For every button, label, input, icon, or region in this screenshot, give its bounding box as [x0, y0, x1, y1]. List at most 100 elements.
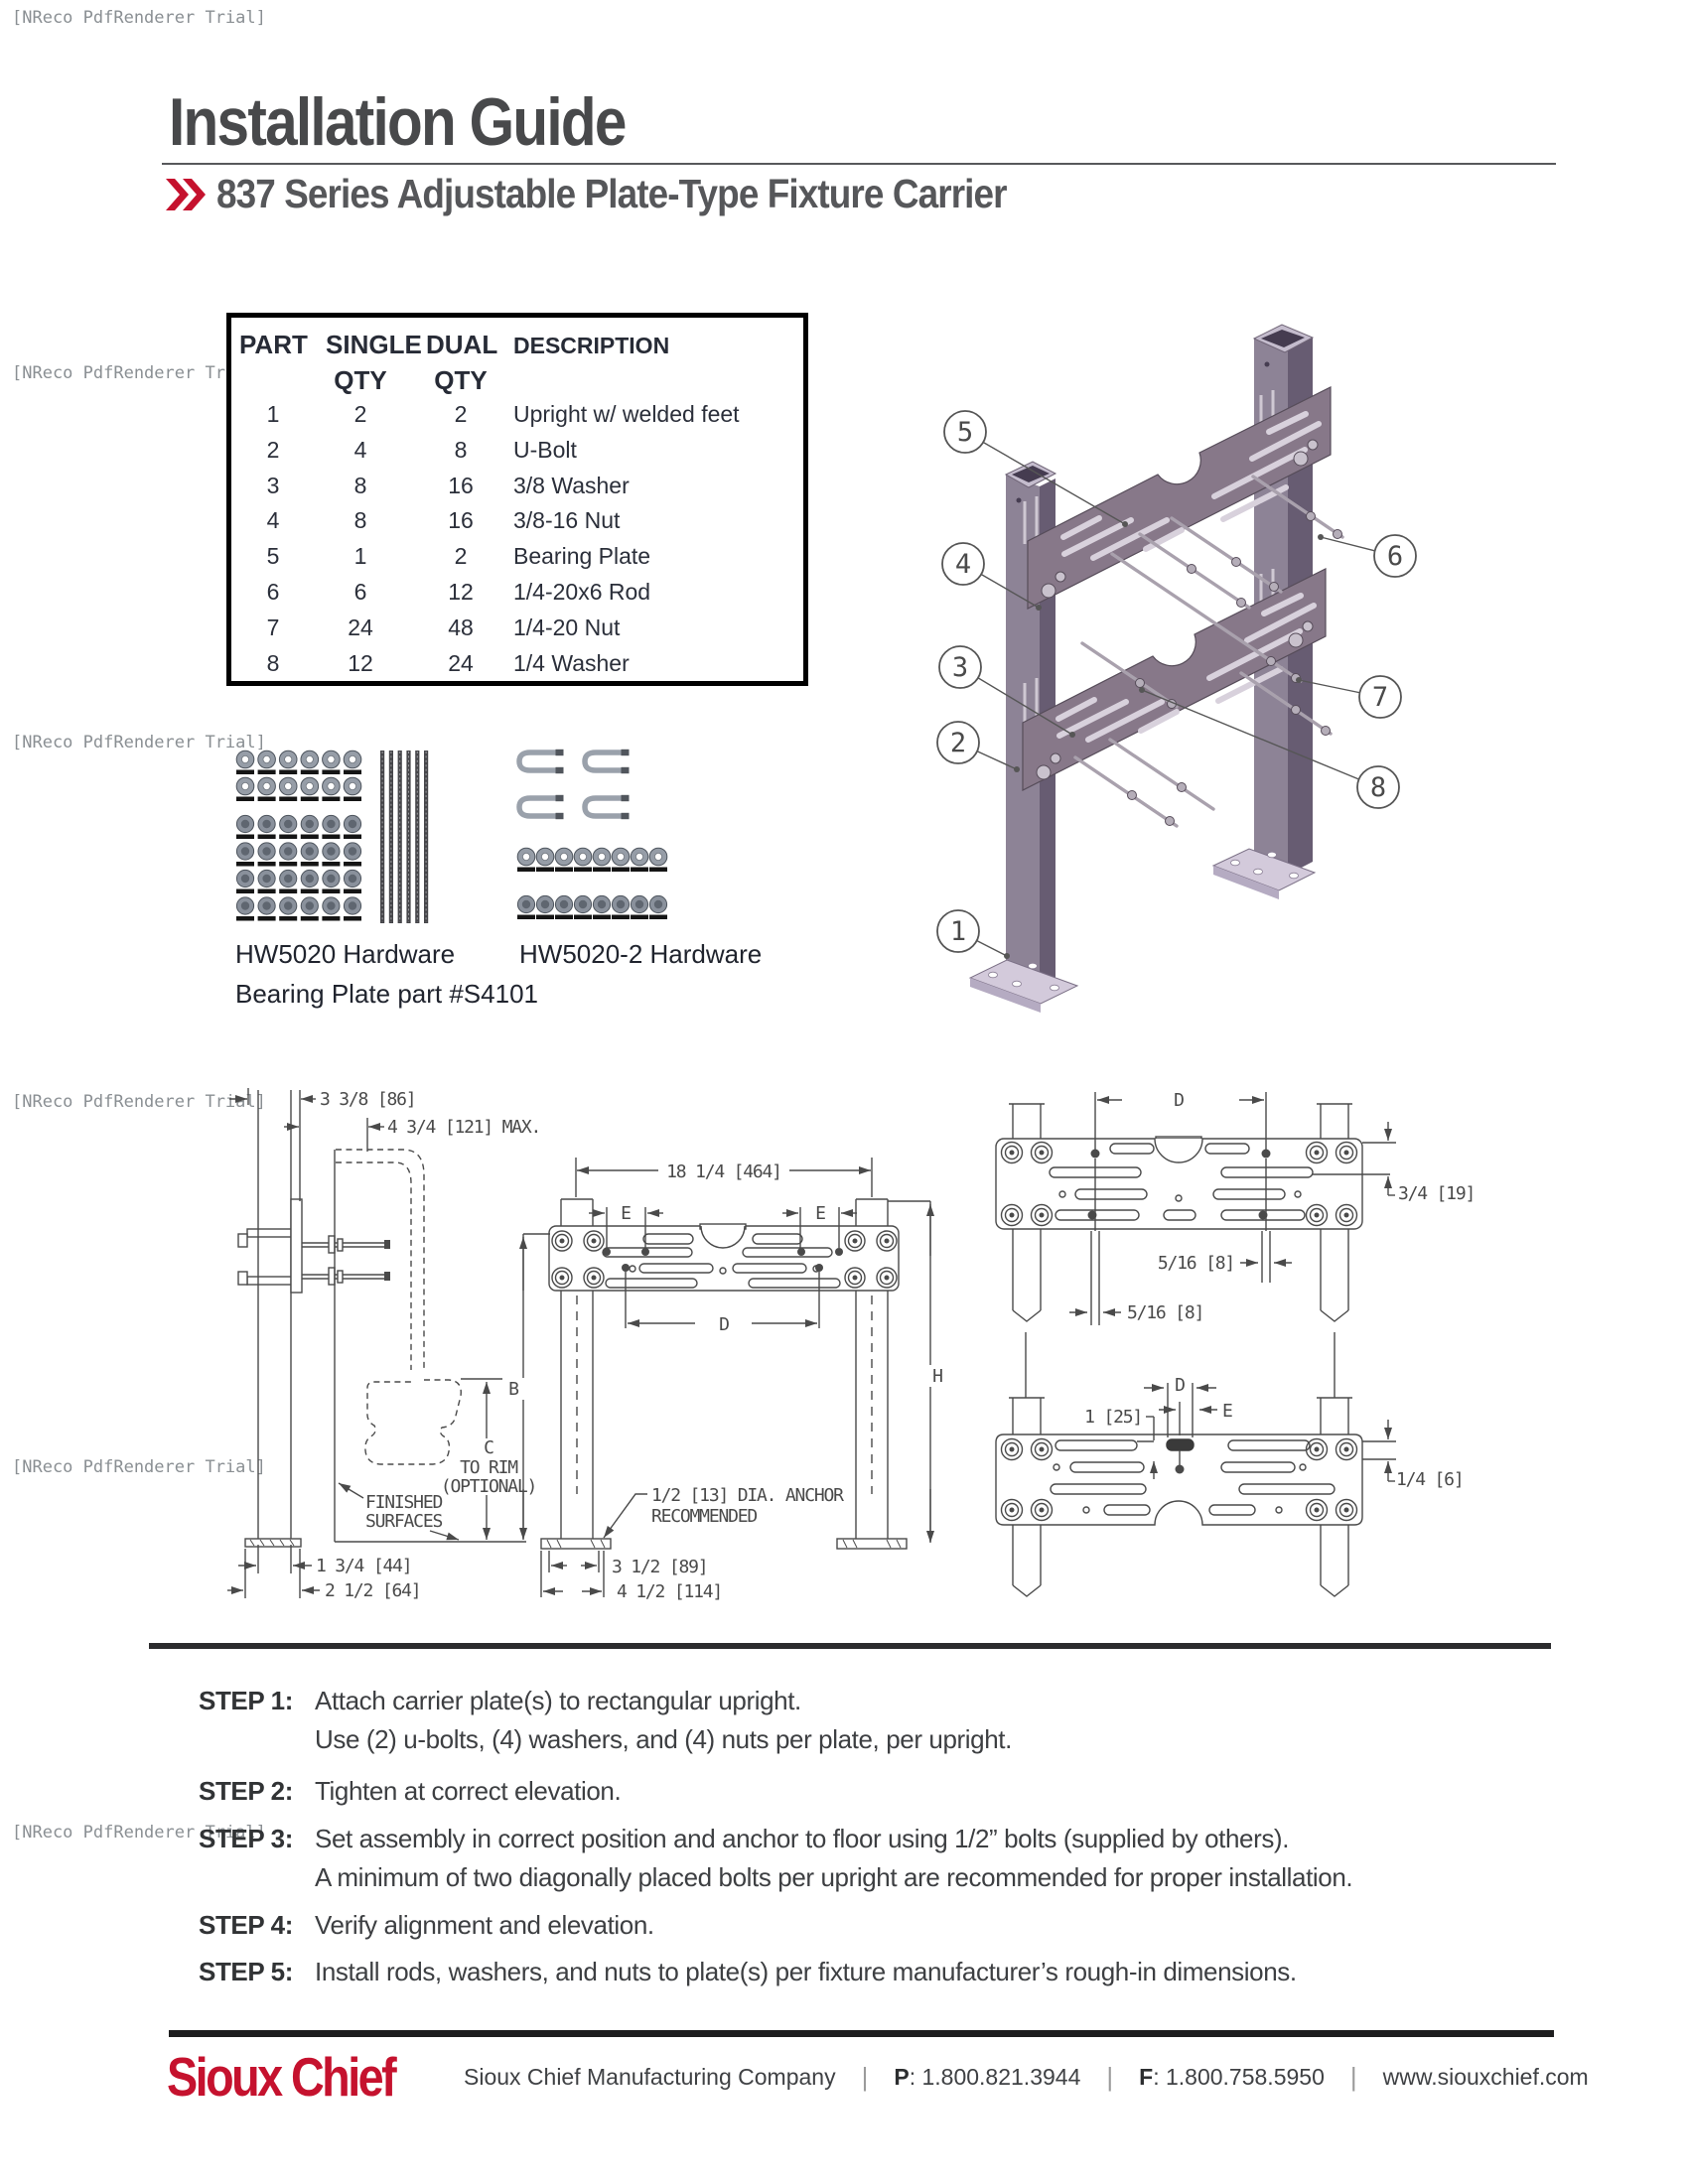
hw5020-sublabel: Bearing Plate part #S4101 [235, 979, 538, 1009]
threaded-rods [1073, 475, 1344, 828]
cell-dual-qty: 16 [448, 507, 474, 533]
plate-detail-top-drawing [995, 1092, 1396, 1325]
cell-part: 8 [266, 650, 280, 676]
cell-part: 6 [266, 579, 280, 605]
step-label: STEP 4: [199, 1910, 293, 1940]
dim-label: 3 1/2 [89] [612, 1557, 707, 1577]
page-title: Installation Guide [169, 84, 627, 160]
dim-label: D [1175, 1375, 1185, 1396]
footer-separator: | [1106, 2062, 1114, 2092]
cell-description: Upright w/ welded feet [513, 401, 740, 427]
dim-label: C [484, 1437, 493, 1458]
col-header-part: PART [239, 330, 308, 359]
svg-text:3: 3 [952, 652, 968, 683]
step-text: Use (2) u-bolts, (4) washers, and (4) nu… [315, 1724, 1012, 1754]
svg-text:7: 7 [1372, 682, 1388, 713]
watermark-text: [NReco PdfRenderer Trial] [12, 1092, 266, 1112]
dimension-labels: 3 3/8 [86] 4 3/4 [121] MAX. C TO RIM (OP… [316, 1089, 1476, 1602]
col-header-dual-qty: QTY [434, 365, 488, 395]
dimension-drawings: 3 3/8 [86] 4 3/4 [121] MAX. C TO RIM (OP… [227, 1088, 1476, 1602]
dim-label: H [932, 1366, 942, 1387]
dim-label: FINISHED [365, 1492, 442, 1513]
dim-label: 1/2 [13] DIA. ANCHOR [651, 1485, 844, 1506]
col-header-single: SINGLE [326, 330, 422, 359]
dim-label: 5/16 [8] [1158, 1253, 1234, 1274]
step-text: Attach carrier plate(s) to rectangular u… [315, 1686, 801, 1715]
step-1: STEP 1:Attach carrier plate(s) to rectan… [199, 1686, 1012, 1755]
footer-phone: P: 1.800.821.3944 [894, 2064, 1080, 2091]
subtitle-row: 837 Series Adjustable Plate-Type Fixture… [165, 171, 1094, 217]
cell-single-qty: 2 [353, 401, 367, 427]
col-header-single-qty: QTY [334, 365, 387, 395]
step-label: STEP 2: [199, 1776, 293, 1806]
watermark-text: [NReco PdfRenderer Trial] [12, 733, 266, 752]
fax-value: : 1.800.758.5950 [1153, 2064, 1325, 2090]
footer-company: Sioux Chief Manufacturing Company [464, 2064, 836, 2090]
side-view-drawing [227, 1088, 526, 1598]
step-text: Install rods, washers, and nuts to plate… [315, 1957, 1297, 1986]
step-2: STEP 2:Tighten at correct elevation. [199, 1776, 622, 1807]
step-text: Verify alignment and elevation. [315, 1910, 654, 1940]
dim-label: 4 3/4 [121] MAX. [387, 1117, 540, 1138]
dim-label: 1/4 [6] [1396, 1469, 1463, 1490]
cell-description: 1/4-20x6 Rod [513, 579, 651, 605]
cell-description: 3/8 Washer [513, 473, 630, 498]
double-chevron-icon [166, 178, 206, 210]
cell-dual-qty: 12 [448, 579, 474, 605]
dim-label: TO RIM [460, 1457, 518, 1478]
subtitle-text: 837 Series Adjustable Plate-Type Fixture… [216, 171, 1007, 216]
dim-label: 3/4 [19] [1398, 1183, 1475, 1204]
cell-description: 1/4 Washer [513, 650, 630, 676]
dim-label: E [621, 1203, 631, 1224]
dim-label: B [508, 1379, 518, 1400]
dim-label: (OPTIONAL) [441, 1476, 536, 1497]
watermark-text: [NReco PdfRenderer Trial] [12, 1457, 266, 1477]
footer-divider [169, 2030, 1554, 2037]
step-label: STEP 5: [199, 1957, 293, 1986]
footer-website: www.siouxchief.com [1382, 2064, 1589, 2090]
watermark-text: [NReco PdfRenderer Trial] [12, 363, 266, 383]
phone-label: P [894, 2064, 910, 2090]
dim-label: D [1174, 1090, 1184, 1111]
fax-label: F [1139, 2064, 1154, 2090]
hw5020-label: HW5020 Hardware [235, 939, 456, 969]
footer-contact-line: Sioux Chief Manufacturing Company | P: 1… [464, 2062, 1589, 2093]
right-foot-plate [1211, 848, 1317, 899]
left-foot-plate [968, 959, 1079, 1013]
cell-part: 7 [266, 614, 280, 640]
step-label: STEP 3: [199, 1824, 293, 1853]
cell-single-qty: 1 [353, 543, 367, 569]
watermark-text: [NReco PdfRenderer Trial] [12, 1823, 266, 1843]
cell-description: 1/4-20 Nut [513, 614, 621, 640]
hardware-shapes [235, 749, 668, 923]
cell-description: U-Bolt [513, 437, 577, 463]
col-header-description: DESCRIPTION [513, 333, 670, 358]
step-3: STEP 3:Set assembly in correct position … [199, 1824, 1353, 1893]
dim-label: 4 1/2 [114] [617, 1581, 722, 1602]
dim-label: 3 3/8 [86] [320, 1089, 415, 1110]
cell-part: 5 [266, 543, 280, 569]
cell-dual-qty: 2 [454, 401, 468, 427]
title-divider [162, 163, 1556, 165]
dim-label: D [719, 1314, 729, 1335]
dim-label: E [1222, 1401, 1232, 1422]
phone-value: : 1.800.821.3944 [909, 2064, 1081, 2090]
step-5: STEP 5: Install rods, washers, and nuts t… [199, 1957, 1297, 1987]
cell-dual-qty: 2 [454, 543, 468, 569]
cell-part: 2 [266, 437, 280, 463]
svg-text:1: 1 [950, 916, 966, 947]
cell-single-qty: 24 [348, 614, 373, 640]
dim-label: 2 1/2 [64] [325, 1580, 420, 1601]
dim-label: 18 1/4 [464] [666, 1161, 781, 1182]
table-row: 5 1 2 Bearing Plate [231, 543, 803, 577]
svg-text:2: 2 [950, 728, 966, 758]
step-text: A minimum of two diagonally placed bolts… [315, 1862, 1353, 1892]
watermark-text: [NReco PdfRenderer Trial] [12, 8, 266, 28]
cell-description: Bearing Plate [513, 543, 651, 569]
